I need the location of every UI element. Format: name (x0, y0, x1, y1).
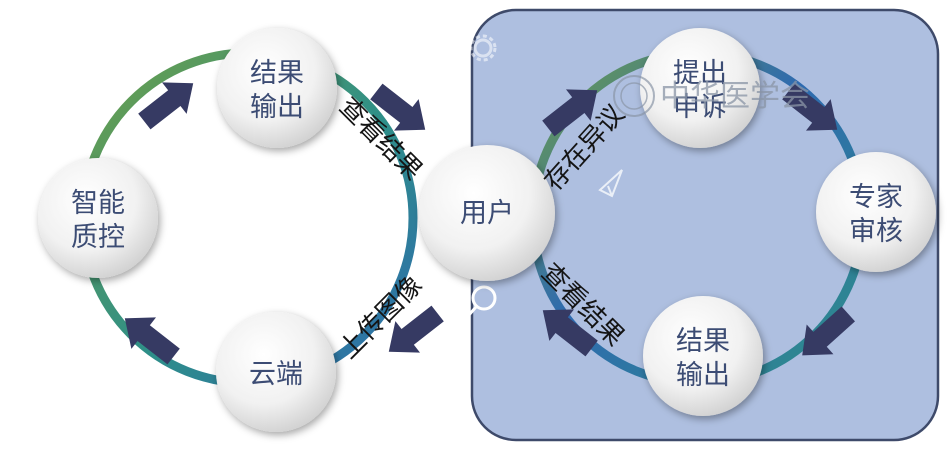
magnifier-icon (466, 285, 497, 317)
arrow-result-to-user-lower (542, 309, 598, 357)
arrow-expert-to-result-right (802, 306, 855, 356)
node-cloud: 云端 (216, 312, 336, 432)
arrow-to-result-left (138, 82, 194, 130)
society-logo: 中华医学会 (613, 75, 810, 117)
node-label: 云端 (249, 359, 303, 390)
node-result-output-right: 结果 输出 (643, 296, 763, 416)
node-label-line2: 质控 (71, 222, 125, 253)
node-label-line2: 输出 (676, 360, 730, 391)
arrow-appeal-to-expert (782, 83, 838, 131)
node-label-line2: 审核 (849, 216, 903, 247)
node-label-line1: 结果 (676, 326, 730, 357)
watermark-text: 中华医学会 (660, 79, 810, 114)
node-label-line1: 结果 (250, 58, 304, 89)
paper-plane-icon (598, 169, 623, 198)
node-label-line2: 输出 (250, 92, 304, 123)
node-label-line2: 申诉 (673, 92, 727, 123)
node-expert-review: 专家 审核 (816, 152, 936, 272)
arrow-user-to-appeal (542, 89, 598, 137)
node-smart-qc: 智能 质控 (38, 158, 158, 278)
arrow-result-to-user (370, 83, 426, 131)
node-label-line1: 专家 (849, 182, 903, 213)
arrow-cloud-to-qc (124, 317, 180, 365)
arrow-user-to-cloud (388, 305, 444, 353)
node-label-line1: 提出 (673, 58, 727, 89)
node-label-line1: 智能 (71, 188, 125, 219)
node-label: 用户 (460, 198, 514, 229)
node-raise-appeal: 提出 申诉 (640, 28, 760, 148)
node-result-output-left: 结果 输出 (217, 28, 337, 148)
gear-icon (469, 34, 497, 62)
node-user: 用户 (419, 145, 555, 281)
